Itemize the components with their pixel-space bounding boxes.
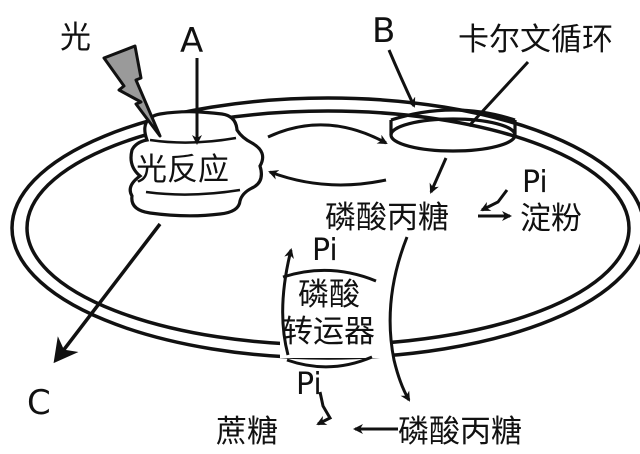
light-label: 光	[60, 20, 91, 56]
light-reaction-label: 光反应	[136, 152, 229, 188]
thylakoid-stack	[128, 110, 265, 218]
transporter-membrane-gap	[280, 250, 392, 358]
arrow-b-to-calvin-cycle	[387, 49, 416, 108]
pi-bottom-label: Pi	[296, 367, 322, 402]
label-b: B	[372, 11, 395, 51]
transporter-upper-curve	[282, 268, 377, 283]
transporter-label-line2: 转运器	[282, 314, 375, 350]
starch-label: 淀粉	[520, 201, 582, 237]
arrow-triose-to-outer-triose	[388, 236, 411, 402]
arrow-light-reaction-to-calvin	[267, 123, 388, 145]
triose-phosphate-outer-label: 磷酸丙糖	[398, 414, 522, 450]
calvin-cycle-label-pointer	[467, 60, 530, 128]
pi-release-arrow-starch	[480, 189, 509, 212]
arrow-calvin-to-triose-phosphate	[429, 157, 448, 194]
triose-phosphate-inner-label: 磷酸丙糖	[325, 200, 449, 236]
pi-release-arrow-sucrose	[316, 391, 333, 426]
arrow-calvin-to-light-reaction	[268, 170, 387, 187]
label-a: A	[180, 21, 203, 61]
lightning-bolt-icon	[102, 44, 162, 138]
label-c: C	[27, 383, 51, 423]
sucrose-label: 蔗糖	[216, 414, 278, 450]
transporter-import-arrow	[281, 248, 294, 356]
transporter-lower-curve	[286, 355, 373, 369]
pi-starch-label: Pi	[522, 165, 548, 200]
pi-transporter-top-label: Pi	[312, 233, 338, 268]
calvin-cycle-label: 卡尔文循环	[458, 22, 613, 58]
transporter-label-line1: 磷酸	[298, 277, 360, 313]
arrow-light-reaction-to-c	[53, 222, 162, 364]
calvin-cycle-ring	[389, 108, 517, 153]
